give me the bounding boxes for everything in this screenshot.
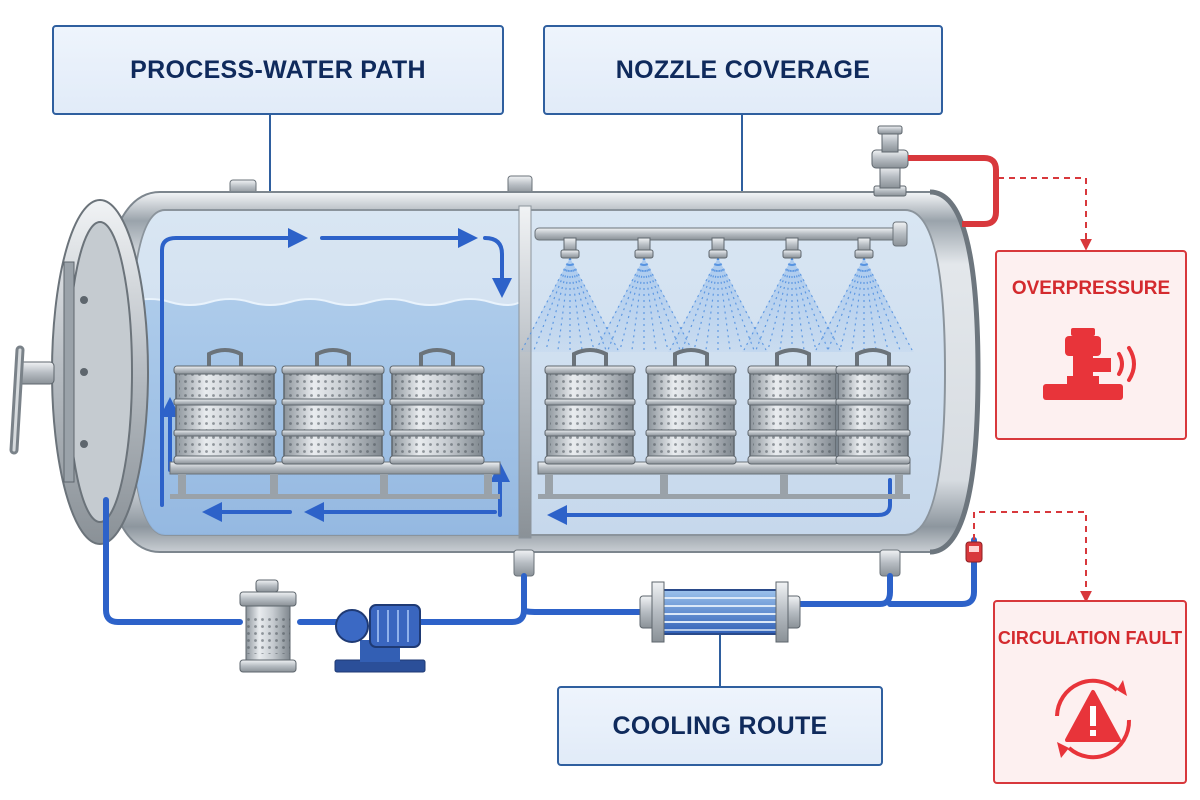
relief-pipe xyxy=(908,155,999,227)
strainer xyxy=(239,579,297,673)
circulation-fault-connector xyxy=(973,511,1092,603)
basket xyxy=(747,348,839,465)
label-cooling-route-text: COOLING ROUTE xyxy=(612,711,828,740)
alert-circulation-fault: CIRCULATION FAULT xyxy=(993,600,1187,784)
basket xyxy=(389,348,485,465)
basket xyxy=(173,348,277,465)
label-process-water-path: PROCESS-WATER PATH xyxy=(52,25,504,115)
spray-nozzle xyxy=(668,237,768,352)
circulation-pump xyxy=(334,604,426,673)
safety-valve xyxy=(871,125,909,197)
overpressure-connector xyxy=(998,177,1092,251)
basket xyxy=(645,348,737,465)
basket xyxy=(281,348,385,465)
retort-door xyxy=(9,199,149,545)
rack-left xyxy=(169,461,501,499)
spray-nozzles xyxy=(520,237,914,352)
spray-nozzle xyxy=(814,237,914,352)
label-process-water-path-text: PROCESS-WATER PATH xyxy=(130,55,426,84)
alert-circulation-fault-title: CIRCULATION FAULT xyxy=(997,628,1183,648)
top-fittings xyxy=(229,175,533,195)
label-cooling-route: COOLING ROUTE xyxy=(557,686,883,766)
spray-nozzle xyxy=(742,237,842,352)
alert-overpressure: OVERPRESSURE xyxy=(995,250,1187,440)
baskets xyxy=(173,348,911,465)
basket xyxy=(835,348,911,465)
warning-cycle-icon xyxy=(1055,678,1132,760)
spray-nozzle xyxy=(520,237,620,352)
bottom-outlets xyxy=(513,549,901,577)
basket xyxy=(544,348,636,465)
pressure-relief-valve-icon xyxy=(1043,328,1136,400)
spray-nozzle xyxy=(594,237,694,352)
heat-exchanger xyxy=(639,581,801,643)
process-water-arrows xyxy=(160,228,892,525)
alert-overpressure-title: OVERPRESSURE xyxy=(1011,278,1171,299)
label-nozzle-coverage-text: NOZZLE COVERAGE xyxy=(615,55,871,84)
flow-sensor xyxy=(965,541,983,563)
label-nozzle-coverage: NOZZLE COVERAGE xyxy=(543,25,943,115)
